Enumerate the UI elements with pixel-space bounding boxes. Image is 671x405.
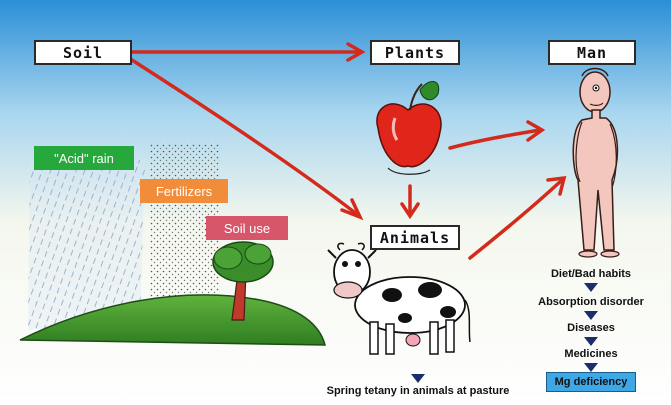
man-box: Man — [548, 40, 636, 65]
acid-rain-tag: "Acid" rain — [34, 146, 134, 170]
chain-medicines: Medicines — [564, 348, 617, 360]
chain-diseases: Diseases — [567, 322, 615, 334]
chain-diet: Diet/Bad habits — [551, 268, 631, 280]
animal-outcome-text: Spring tetany in animals at pasture — [327, 385, 510, 397]
mg-deficiency-box: Mg deficiency — [546, 372, 636, 392]
soil-box: Soil — [34, 40, 132, 65]
fertilizers-tag: Fertilizers — [140, 179, 228, 203]
animals-box: Animals — [370, 225, 460, 250]
chain-arrow-1 — [584, 283, 598, 292]
chain-arrow-3 — [584, 337, 598, 346]
chain-arrow-2 — [584, 311, 598, 320]
chain-arrow-4 — [584, 363, 598, 372]
plants-box: Plants — [370, 40, 460, 65]
chain-absorption: Absorption disorder — [538, 296, 644, 308]
soil-use-tag: Soil use — [206, 216, 288, 240]
